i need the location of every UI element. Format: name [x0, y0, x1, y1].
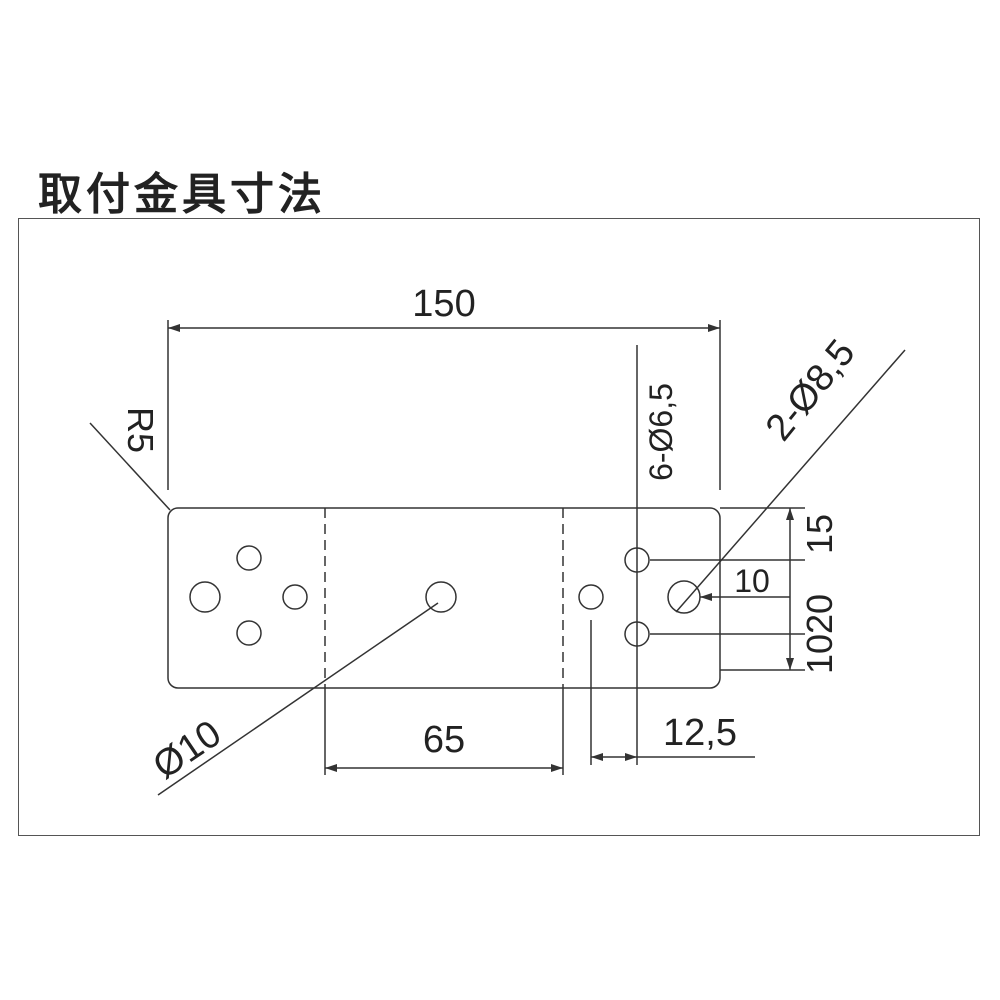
- dim-r5-label: R5: [120, 407, 161, 453]
- arrow-65-right: [551, 764, 563, 772]
- dim-15-label: 15: [799, 514, 840, 554]
- hole-right-left: [578, 584, 604, 610]
- arrow-150-right: [708, 324, 720, 332]
- hole-left-top: [236, 545, 262, 571]
- dim-150-label: 150: [412, 283, 475, 325]
- dim-12-5-label: 12,5: [663, 712, 737, 754]
- hole-center: [425, 581, 457, 613]
- hole-left-large: [189, 581, 221, 613]
- drawing-frame: [18, 218, 980, 836]
- arrow-65-left: [325, 764, 337, 772]
- r5-leader: [89, 422, 171, 511]
- hole-left-right: [282, 584, 308, 610]
- center-hole-leader: [157, 602, 439, 796]
- dim-slot-holes-label: 2-Ø8,5: [758, 332, 864, 449]
- arrow-12-5-left: [591, 753, 603, 761]
- dim-1020-label: 1020: [799, 594, 840, 674]
- dim-center-hole-label: Ø10: [146, 713, 229, 788]
- dim-65-label: 65: [423, 719, 465, 761]
- dim-10-label: 10: [734, 563, 770, 599]
- bracket-outline: [167, 507, 721, 689]
- hole-left-bottom: [236, 620, 262, 646]
- arrow-vertical-bottom: [786, 658, 794, 670]
- arrow-vertical-top: [786, 508, 794, 520]
- dim-small-holes-label: 6-Ø6,5: [643, 383, 679, 481]
- arrow-150-left: [168, 324, 180, 332]
- page-title: 取付金具寸法: [38, 169, 326, 220]
- arrow-10: [700, 593, 712, 601]
- slot-hole-leader: [675, 349, 906, 613]
- arrow-12-5-right: [625, 753, 637, 761]
- hole-right-slot: [667, 580, 701, 614]
